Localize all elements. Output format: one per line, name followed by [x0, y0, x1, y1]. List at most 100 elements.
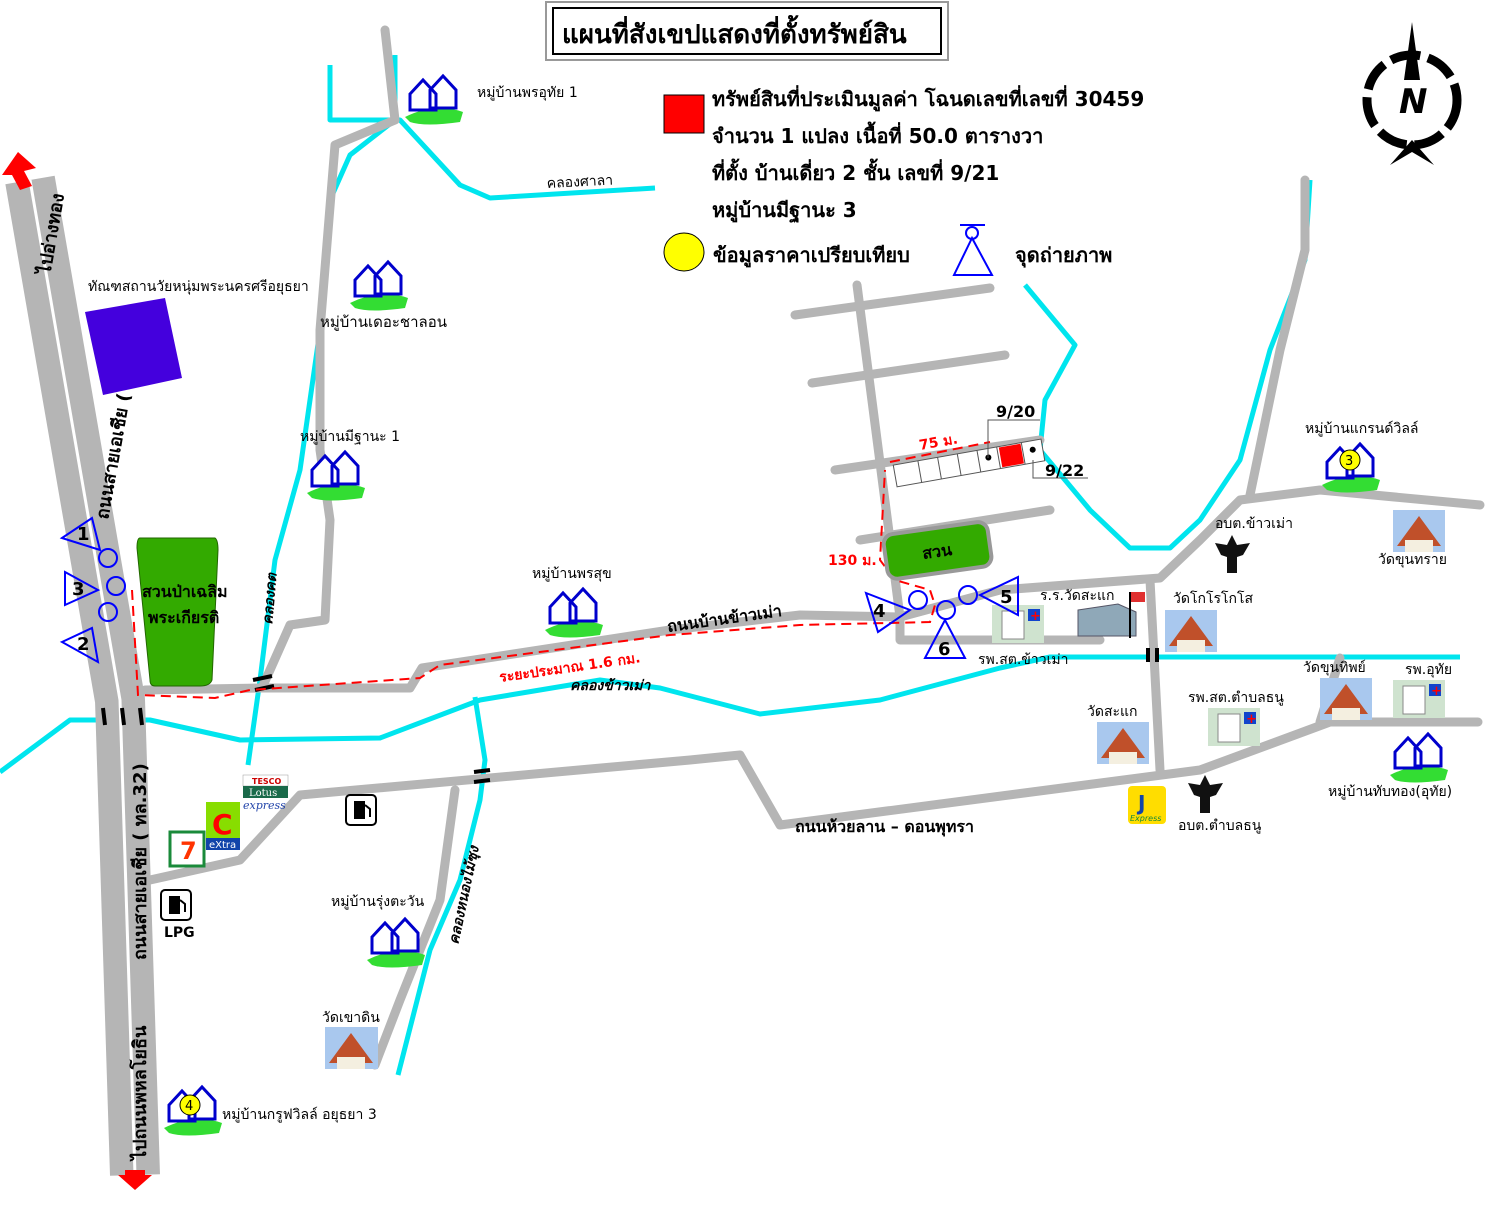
label-vil-meethana1: หมู่บ้านมีฐานะ 1	[300, 429, 400, 445]
house-icon	[545, 586, 603, 638]
subject-property	[998, 443, 1024, 468]
soi-1	[790, 283, 995, 320]
svg-text:3: 3	[1345, 454, 1353, 469]
legend-comparable: ข้อมูลราคาเปรียบเทียบ	[713, 243, 910, 269]
comparable-marker-4: 4	[179, 1094, 201, 1116]
tesco-lotus-logo: TESCO Lotus express	[242, 774, 289, 812]
label-vil-pornuthai: หมู่บ้านพรอุทัย 1	[477, 85, 578, 101]
route-to-property	[131, 469, 937, 700]
label-vil-grandville: หมู่บ้านแกรนด์วิลล์	[1305, 420, 1418, 437]
label-park-2: พระเกียรติ	[148, 608, 219, 627]
svg-text:+: +	[1246, 712, 1257, 727]
temple-icon	[1393, 510, 1445, 552]
garuda-icon	[1188, 775, 1223, 813]
map-title: แผนที่สังเขปแสดงที่ตั้งทรัพย์สิน	[545, 1, 949, 61]
label-park-1: สวนป่าเฉลิม	[142, 582, 228, 601]
legend-property-line1: ทรัพย์สินที่ประเมินมูลค่า โฉนดเลขที่เลขท…	[712, 84, 1144, 113]
label-vil-rungtawan: หมู่บ้านรุ่งตะวัน	[331, 894, 425, 910]
label-vil-kruville: หมู่บ้านกรูฟวิลล์ อยุธยา 3	[222, 1106, 377, 1123]
svg-text:J: J	[1136, 791, 1145, 815]
seven-eleven-logo: 7	[168, 830, 206, 868]
label-plot-9-22: 9/22	[1045, 461, 1084, 480]
road-ban-khao-mao	[140, 610, 1105, 695]
svg-text:6: 6	[938, 639, 951, 660]
park-area	[136, 537, 219, 687]
soi-2	[807, 350, 1010, 388]
label-hosp-thanu: รพ.สต.ตำบลธนู	[1188, 690, 1284, 706]
svg-text:5: 5	[1000, 587, 1013, 608]
road-huai-lan	[145, 717, 1483, 885]
svg-text:3: 3	[72, 579, 85, 600]
photo-points: 1 3 2 4 5 6	[59, 516, 1019, 664]
hospital-icon: +	[1393, 680, 1445, 718]
label-school-sakae: ร.ร.วัดสะแก	[1040, 588, 1114, 604]
arrow-north-icon	[2, 152, 36, 190]
label-hosp-khaomao: รพ.สต.ข้าวเม่า	[978, 652, 1068, 668]
label-wat-sakae: วัดสะแก	[1087, 704, 1138, 720]
temple-icon	[1097, 722, 1149, 764]
temple-icon	[1320, 678, 1372, 720]
svg-text:C: C	[212, 808, 233, 841]
svg-text:eXtra: eXtra	[209, 840, 236, 851]
canal-nong-mai-sung	[395, 696, 488, 1076]
label-plot-9-20: 9/20	[996, 402, 1035, 421]
label-wat-khaodin: วัดเขาดิน	[322, 1010, 380, 1026]
photo-point-2: 2	[59, 602, 118, 664]
road-east-vertical	[1145, 575, 1165, 775]
svg-text:4: 4	[185, 1099, 193, 1114]
house-icon	[350, 259, 408, 311]
svg-text:1: 1	[77, 524, 90, 545]
label-highway-lower: ถนนสายเอเชีย ( ทล.32)	[130, 763, 151, 960]
photo-point-4: 4	[864, 590, 928, 634]
label-canal-nong-mai-sung: คลองหนองไม้ซุง	[445, 844, 483, 946]
label-wat-khunsai: วัดขุนทราย	[1378, 552, 1447, 568]
bigc-logo: C eXtra	[206, 802, 240, 851]
label-obt-khaomao: อบต.ข้าวเม่า	[1215, 516, 1293, 532]
compass-icon: N	[1362, 22, 1462, 165]
svg-text:Express: Express	[1130, 814, 1161, 823]
canal-khot	[245, 55, 398, 766]
svg-text:2: 2	[77, 634, 90, 655]
garuda-icon	[1215, 535, 1250, 573]
label-vil-the-chalon: หมู่บ้านเดอะชาลอน	[320, 313, 447, 331]
canal-sala	[327, 65, 656, 201]
svg-text:7: 7	[180, 837, 197, 865]
road-east-north	[1245, 175, 1310, 500]
label-hosp-uthai: รพ.อุทัย	[1405, 662, 1452, 678]
comparable-marker-3: 3	[1339, 449, 1361, 471]
svg-text:Lotus: Lotus	[249, 788, 277, 799]
svg-text:แผนที่สังเขปแสดงที่ตั้งทรัพย์ส: แผนที่สังเขปแสดงที่ตั้งทรัพย์สิน	[562, 14, 907, 50]
legend-photo-point-icon	[952, 224, 994, 276]
label-road-ban-khao-mao: ถนนบ้านข้าวเม่า	[666, 601, 783, 636]
label-canal-khot: คลองคต	[260, 572, 281, 626]
road-east-1	[895, 485, 1485, 622]
photo-point-1: 1	[59, 516, 118, 568]
label-wat-korokoso: วัดโกโรโกโส	[1173, 590, 1254, 607]
plot-row	[892, 438, 1046, 488]
temple-icons	[325, 510, 1445, 1069]
legend: ทรัพย์สินที่ประเมินมูลค่า โฉนดเลขที่เลขท…	[663, 84, 1144, 276]
legend-property-line4: หมู่บ้านมีฐานะ 3	[712, 198, 857, 224]
road-north-link	[257, 25, 400, 693]
label-highway-south: ไปถนนพหลโยธิน	[129, 1025, 151, 1162]
house-icon	[367, 916, 425, 968]
house-icon	[405, 73, 463, 125]
label-lpg: LPG	[164, 925, 195, 941]
legend-property-line3: ที่ตั้ง บ้านเดี่ยว 2 ชั้น เลขที่ 9/21	[712, 158, 999, 185]
seven-express-logo: J Express	[1128, 786, 1166, 824]
house-icon	[1390, 731, 1448, 783]
label-road-huai-lan: ถนนห้วยลาน – ดอนพุทรา	[795, 817, 974, 837]
photo-point-3: 3	[64, 570, 126, 607]
village-icons	[164, 73, 1448, 1136]
photo-point-6: 6	[923, 600, 967, 660]
route-75m	[889, 441, 991, 463]
svg-text:+: +	[1030, 609, 1041, 624]
label-canal-khao-mao: คลองข้าวเม่า	[570, 678, 651, 694]
fuel-station-icon	[345, 794, 377, 826]
highway-centerline	[28, 179, 137, 1176]
svg-text:TESCO: TESCO	[252, 777, 282, 786]
road-south-branch	[370, 785, 460, 1070]
svg-text:N: N	[1399, 82, 1427, 122]
svg-text:4: 4	[873, 601, 886, 622]
label-canal-sala: คลองศาลา	[546, 173, 613, 192]
